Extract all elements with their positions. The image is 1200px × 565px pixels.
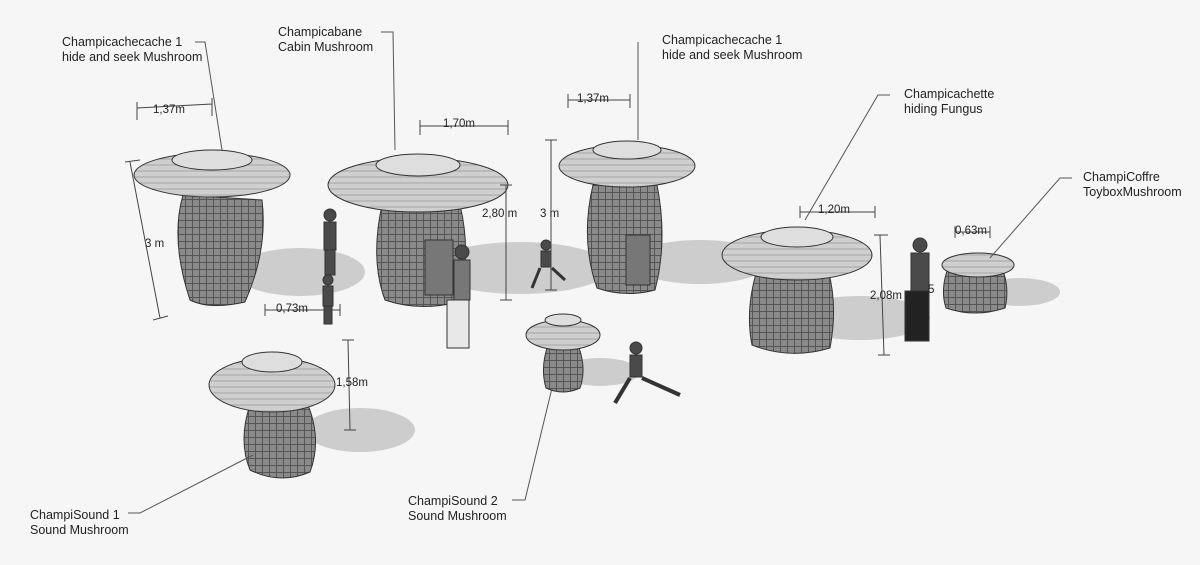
dimension-lines xyxy=(124,94,991,431)
mushroom-toybox xyxy=(941,252,1015,314)
dim-cap-width-4: 1,20m xyxy=(818,204,850,216)
mushroom-hide-seek-2 xyxy=(558,140,696,294)
mushroom-hide-seek-1 xyxy=(133,149,291,306)
dim-cap-width-6: 0,73m xyxy=(276,303,308,315)
leader-lines xyxy=(128,31,1072,514)
dim-height-2: 2,80 m xyxy=(482,208,518,220)
mushroom-sound-2 xyxy=(525,313,601,393)
mushroom-sound-1 xyxy=(208,351,336,479)
mushroom-hiding-fungus xyxy=(721,226,873,354)
dim-height-5: 5 xyxy=(928,284,935,296)
dim-cap-width-5: 0,63m xyxy=(955,225,987,237)
dim-height-4: 2,08m xyxy=(870,290,902,302)
mushroom-cabin xyxy=(327,153,509,308)
people-figures xyxy=(322,208,930,405)
dim-height-1: 3 m xyxy=(145,238,165,250)
dim-cap-width-1: 1,37m xyxy=(153,104,185,116)
dim-cap-width-2: 1,70m xyxy=(443,118,475,130)
dim-height-6: 1,58m xyxy=(336,377,368,389)
dim-height-3: 3 m xyxy=(540,208,560,220)
dim-cap-width-3: 1,37m xyxy=(577,93,609,105)
